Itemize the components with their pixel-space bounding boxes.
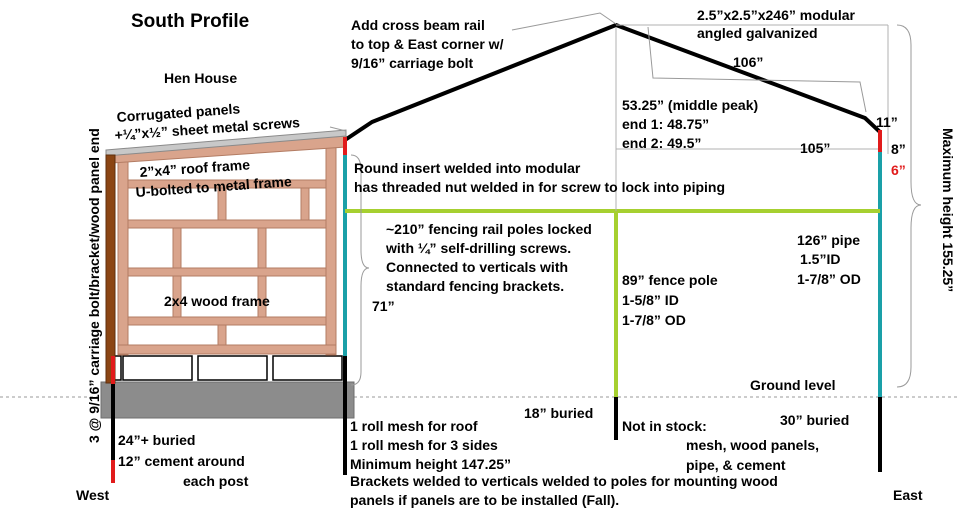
wood-plate — [117, 344, 337, 355]
label-fence-pole: 89” fence pole — [622, 272, 718, 288]
corrugated-roof-panel — [105, 129, 347, 157]
label-pipe: 1-7/8” OD — [797, 271, 861, 287]
label-fence-pole: 1-7/8” OD — [622, 312, 686, 328]
label-cement: 12” cement around — [118, 453, 245, 469]
foundation-slab — [100, 381, 355, 419]
label-fencing-rail: with ¼” self-drilling screws. — [385, 240, 571, 256]
cross-beam-callout — [511, 12, 617, 31]
label-hen-house: Hen House — [164, 70, 237, 86]
wood-vertical — [117, 154, 129, 356]
label-maximum-height: Maximum height 155.25” — [940, 128, 956, 292]
label-peak: end 2: 49.5” — [622, 135, 701, 151]
label-cross-beam: Add cross beam rail — [351, 17, 485, 33]
label-pipe: 126” pipe — [797, 232, 860, 248]
page-title: South Profile — [131, 11, 249, 32]
wood-stud — [257, 275, 267, 318]
label-west: West — [76, 487, 110, 503]
label-cross-beam: 9/16” carriage bolt — [351, 55, 474, 71]
foundation-block — [272, 355, 343, 381]
wood-panel-end-post — [105, 154, 116, 384]
wood-vertical — [325, 144, 337, 356]
label-mesh: 1 roll mesh for 3 sides — [350, 437, 498, 453]
wood-frame — [111, 135, 347, 356]
label-round-insert: has threaded nut welded in for screw to … — [354, 179, 725, 195]
dim-6: 6” — [891, 162, 906, 178]
label-fencing-rail: standard fencing brackets. — [386, 278, 564, 294]
label-mesh: 1 roll mesh for roof — [350, 418, 478, 434]
label-peak: end 1: 48.75” — [622, 116, 709, 132]
dim-8: 8” — [891, 141, 906, 157]
dim-bracket-max-height — [896, 24, 922, 388]
wood-stud — [172, 275, 182, 318]
wood-stud — [217, 324, 227, 346]
label-cross-beam: to top & East corner w/ — [351, 36, 504, 52]
label-18-buried: 18” buried — [524, 405, 593, 421]
label-fencing-rail: ~210” fencing rail poles locked — [386, 221, 592, 237]
label-minimum-height: Minimum height 147.25” — [350, 456, 511, 472]
modular-callout — [647, 26, 867, 113]
label-brackets: Brackets welded to verticals welded to p… — [350, 473, 778, 489]
wood-rail — [127, 179, 327, 189]
dim-106: 106” — [733, 54, 763, 70]
label-24-buried: 24”+ buried — [118, 432, 195, 448]
label-roof-frame: 2”x4” roof frame — [139, 156, 251, 180]
label-cement: each post — [183, 473, 249, 489]
label-fencing-rail: Connected to verticals with — [386, 259, 568, 275]
label-peak: 53.25” (middle peak) — [622, 97, 758, 113]
label-modular: angled galvanized — [697, 25, 818, 41]
label-fence-pole: 1-5/8” ID — [622, 292, 679, 308]
label-not-in-stock: Not in stock: — [622, 418, 707, 434]
label-30-buried: 30” buried — [780, 412, 849, 428]
wood-rail — [127, 316, 327, 326]
corrugated-callout — [329, 126, 347, 132]
wood-stud — [300, 187, 310, 221]
label-brackets: panels if panels are to be installed (Fa… — [350, 492, 619, 508]
wood-stud — [257, 227, 267, 269]
label-east: East — [893, 487, 923, 503]
wood-rail — [127, 267, 327, 277]
foundation-block — [122, 355, 193, 381]
label-round-insert: Round insert welded into modular — [354, 160, 581, 176]
label-carriage-bolt: 3 @ 9/16” carriage bolt/bracket/wood pan… — [86, 128, 102, 443]
dim-105: 105” — [800, 140, 830, 156]
label-pipe: 1.5”ID — [800, 251, 840, 267]
label-not-in-stock: mesh, wood panels, — [686, 437, 819, 453]
wood-rail — [127, 219, 327, 229]
dim-11: 11” — [876, 114, 898, 130]
wood-stud — [217, 187, 227, 221]
label-not-in-stock: pipe, & cement — [686, 457, 786, 473]
wood-stud — [172, 227, 182, 269]
label-modular: 2.5”x2.5”x246” modular — [697, 7, 856, 23]
dim-71: 71” — [372, 298, 395, 314]
foundation-block — [197, 355, 268, 381]
label-ground-level: Ground level — [750, 377, 836, 393]
dim-bracket-71 — [350, 154, 370, 386]
label-wood-frame: 2x4 wood frame — [164, 293, 270, 309]
